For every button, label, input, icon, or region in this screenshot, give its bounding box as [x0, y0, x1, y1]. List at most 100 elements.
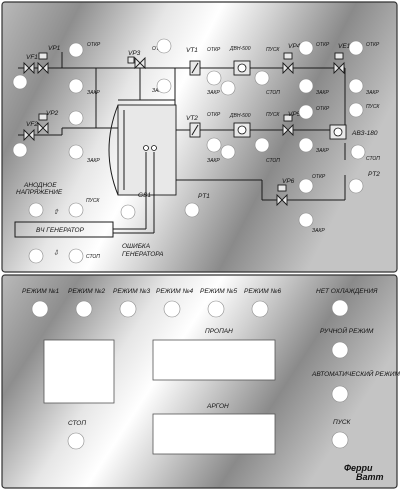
lamp-vf2-open: [12, 142, 28, 158]
lamp-gs1: [120, 204, 136, 220]
mode-1-button[interactable]: [31, 300, 49, 318]
label-avz: АВЗ-180: [351, 130, 378, 137]
lamp-anode-1: [28, 202, 44, 218]
lamp-pt2: [348, 178, 364, 194]
lamp-vp1-closed: [68, 78, 84, 94]
valve-vf2-symbol: [23, 128, 35, 142]
valve-vp2-symbol: [37, 113, 49, 135]
mode-6-button[interactable]: [251, 300, 269, 318]
label-pt2: PT2: [368, 171, 380, 178]
propane-display: [152, 339, 276, 381]
mode-4-button[interactable]: [163, 300, 181, 318]
start-button[interactable]: [331, 431, 349, 449]
no-cooling-lamp: [331, 299, 349, 317]
lamp-ve1-open: [348, 40, 364, 56]
valve-vp3-symbol: [127, 56, 146, 70]
vp6-open-label: ОТКР: [312, 174, 326, 180]
valve-vt1-symbol: [189, 60, 201, 76]
label-vp1: VP1: [48, 45, 61, 52]
manual-mode-button[interactable]: [331, 341, 349, 359]
mode-3-button[interactable]: [119, 300, 137, 318]
brand-logo-top: Ферри: [344, 463, 373, 473]
lamp-vp4-closed: [298, 78, 314, 94]
gen-error-label-1: ОШИБКА: [122, 243, 150, 250]
lamp-hf-1: [28, 248, 44, 264]
lamp-vt2-open: [206, 137, 222, 153]
lamp-vt1-closed: [220, 80, 236, 96]
label-vp3: VP3: [128, 50, 141, 57]
label-vf2: VF2: [26, 121, 38, 128]
label-vt1: VT1: [186, 47, 198, 54]
pump-dvn1-symbol: [233, 60, 251, 76]
valve-vp5-symbol: [282, 114, 294, 137]
vt1-open-label: ОТКР: [207, 47, 221, 53]
vp4-open-label: ОТКР: [316, 42, 330, 48]
stop-button[interactable]: [67, 432, 85, 450]
vt2-open-label: ОТКР: [207, 112, 221, 118]
valve-vt2-symbol: [189, 122, 201, 138]
valve-vp6-symbol: [276, 184, 288, 207]
vp1-closed-label: ЗАКР: [87, 90, 100, 96]
lamp-dvn2-start: [254, 137, 270, 153]
dvn1-stop-label: СТОП: [266, 90, 280, 96]
lamp-avz-start: [348, 102, 364, 118]
lamp-vp5-open: [298, 104, 314, 120]
dvn1-start-label: ПУСК: [266, 47, 280, 53]
argon-label: АРГОН: [206, 403, 229, 410]
lamp-ve1-closed: [348, 78, 364, 94]
lamp-hf-2: [68, 248, 84, 264]
valve-vf1-symbol: [23, 61, 35, 75]
auto-mode-button[interactable]: [331, 385, 349, 403]
label-vt2: VT2: [186, 115, 198, 122]
label-vp5: VP5: [288, 111, 301, 118]
hf-generator-label: ВЧ ГЕНЕРАТОР: [36, 227, 85, 234]
no-cooling-label: НЕТ ОХЛАЖДЕНИЯ: [316, 288, 378, 295]
lamp-anode-2: [68, 202, 84, 218]
dvn2-start-label: ПУСК: [266, 112, 280, 118]
vp2-closed-label: ЗАКР: [87, 158, 100, 164]
pipework: [18, 52, 346, 201]
lamp-vp3-open: [156, 38, 172, 54]
mode-6-label: РЕЖИМ №6: [244, 288, 282, 295]
lamp-vp4-open: [298, 40, 314, 56]
label-dvn1: ДВН-500: [229, 46, 251, 52]
lamp-vf1-open: [12, 74, 28, 90]
ve1-closed-label: ЗАКР: [366, 90, 379, 96]
start-label: ПУСК: [333, 419, 352, 426]
argon-display: [152, 413, 276, 455]
lamp-vp2-closed: [68, 144, 84, 160]
hf-start-label: ПУСК: [86, 198, 100, 204]
label-vf1: VF1: [26, 54, 38, 61]
vacuum-chamber: [108, 104, 177, 196]
vp4-closed-label: ЗАКР: [316, 90, 329, 96]
mode-5-button[interactable]: [207, 300, 225, 318]
valve-vp1-symbol: [37, 52, 49, 75]
mode-2-label: РЕЖИМ №2: [68, 288, 106, 295]
vp1-open-label: ОТКР: [87, 42, 101, 48]
avz-stop-label: СТОП: [366, 156, 380, 162]
vp5-closed-label: ЗАКР: [316, 148, 329, 154]
lamp-dvn1-start: [254, 70, 270, 86]
label-vp2: VP2: [46, 110, 59, 117]
label-pt1: PT1: [198, 193, 210, 200]
lamp-vp3-closed: [156, 78, 172, 94]
label-vp6: VP6: [282, 178, 295, 185]
lamp-vp1-open: [68, 42, 84, 58]
label-ve1: VE1: [338, 43, 351, 50]
propane-label: ПРОПАН: [205, 328, 233, 335]
manual-mode-label: РУЧНОЙ РЕЖИМ: [320, 326, 374, 335]
vt1-closed-label: ЗАКР: [207, 90, 220, 96]
arrow-down-icon: ⇩: [53, 249, 59, 257]
lamp-vp5-closed: [298, 137, 314, 153]
lamp-vp6-closed: [298, 212, 314, 228]
lamp-vt1-open: [206, 70, 222, 86]
valve-vp4-symbol: [282, 52, 294, 75]
mode-2-button[interactable]: [75, 300, 93, 318]
anode-voltage-label-1: АНОДНОЕ: [23, 182, 57, 189]
vp5-open-label: ОТКР: [316, 106, 330, 112]
upper-indicator-lamps: [12, 38, 366, 264]
vp3-closed-label: ЗАКР: [152, 88, 165, 94]
label-dvn2: ДВН-500: [229, 113, 251, 119]
mode-3-label: РЕЖИМ №3: [113, 288, 151, 295]
